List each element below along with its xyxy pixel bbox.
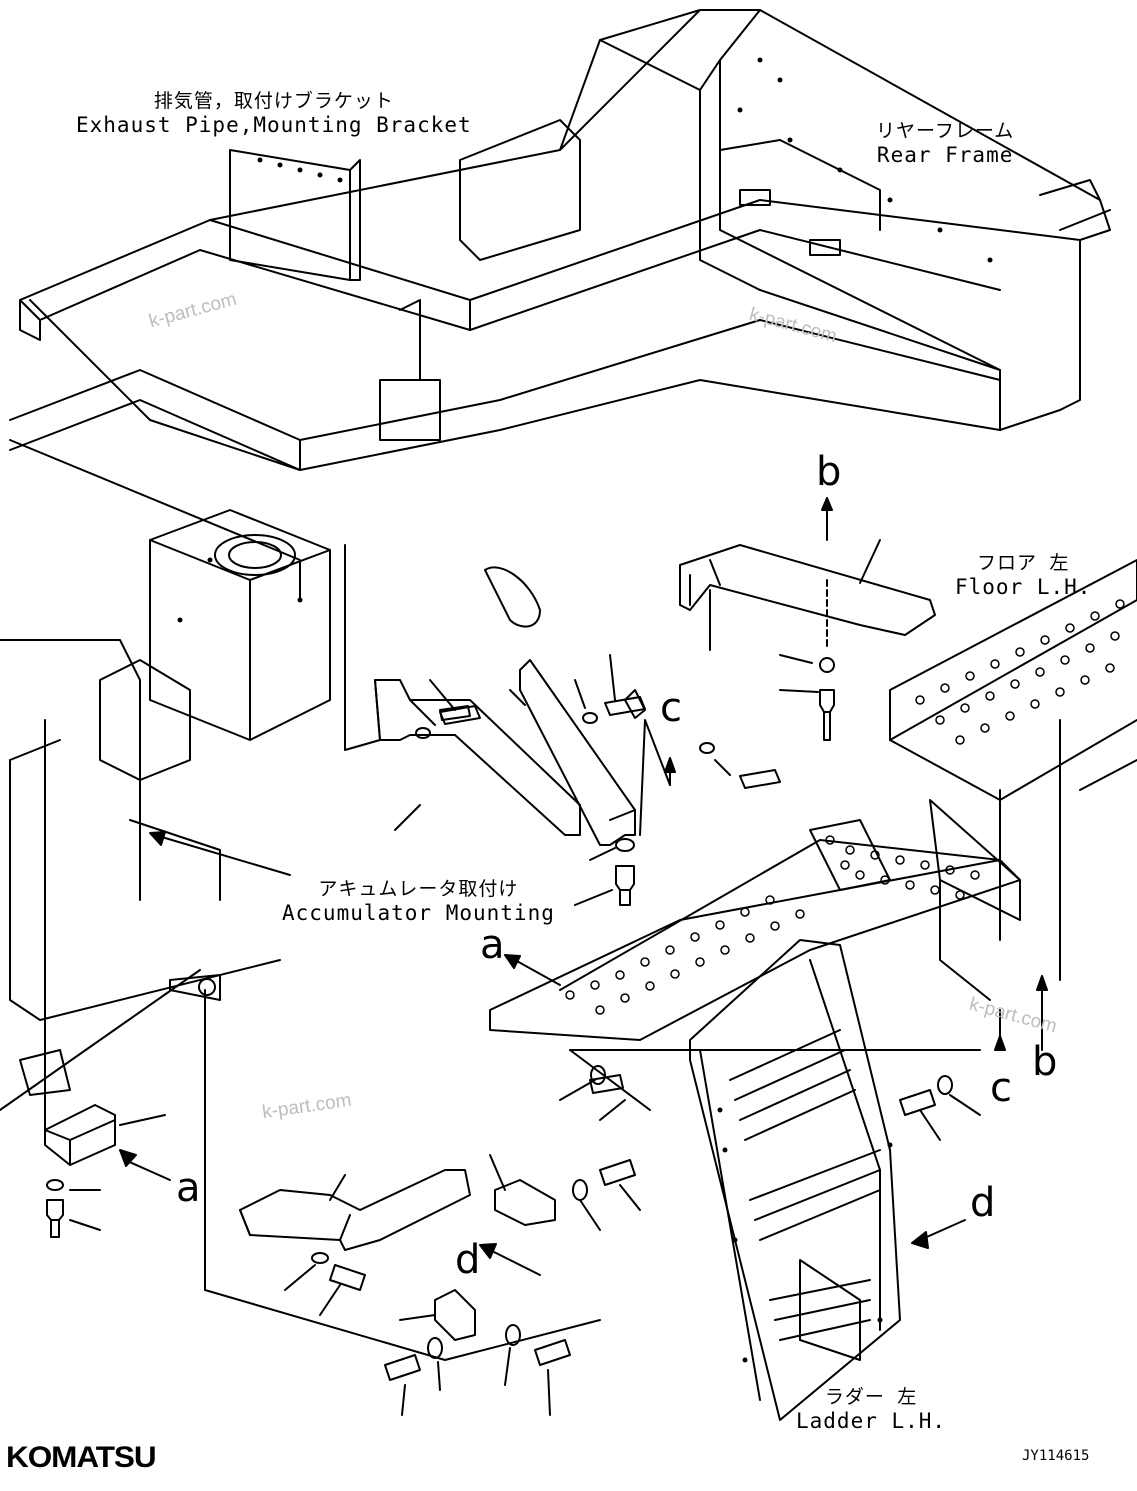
komatsu-logo: KOMATSU	[6, 1441, 157, 1474]
callout-c-top: c	[660, 685, 682, 731]
ladder-bracket-a	[44, 719, 601, 1361]
step-platform-outline	[489, 819, 1021, 1111]
callout-c-bottom: c	[990, 1065, 1012, 1111]
callout-b-bottom: b	[1032, 1039, 1058, 1085]
label-ladder-lh-jp: ラダー 左	[824, 1386, 918, 1408]
label-rear-frame-jp: リヤーフレーム	[876, 120, 1015, 142]
label-ladder-lh: ラダー 左 Ladder L.H.	[796, 1382, 946, 1433]
label-rear-frame-en: Rear Frame	[876, 143, 1014, 167]
callout-d-right: d	[970, 1180, 996, 1226]
label-floor-lh-jp: フロア 左	[976, 552, 1070, 574]
rear-frame-outline	[19, 9, 1111, 431]
frame-holes	[177, 57, 993, 1363]
label-exhaust-pipe-jp: 排気管，取付けブラケット	[153, 90, 394, 112]
accumulator-brackets	[344, 544, 781, 906]
label-accumulator-mounting-en: Accumulator Mounting	[282, 901, 555, 925]
label-accumulator-mounting: アキュムレータ取付け Accumulator Mounting	[282, 874, 555, 925]
floor-perforations	[565, 599, 1125, 1015]
main-frame-outline	[0, 299, 1001, 1111]
label-exhaust-pipe-en: Exhaust Pipe,Mounting Bracket	[76, 113, 472, 137]
exhaust-bracket-b	[679, 497, 936, 741]
ladder-lh-outline	[689, 939, 901, 1421]
callout-a-mid: a	[176, 1165, 201, 1211]
drawing-code: JY114615	[1022, 1448, 1090, 1464]
ladder-bracket-d	[239, 1065, 981, 1416]
callout-a-left: a	[480, 922, 505, 968]
label-exhaust-pipe: 排気管，取付けブラケット Exhaust Pipe,Mounting Brack…	[76, 86, 472, 137]
floor-lh-outline	[889, 559, 1137, 1051]
callout-b-top: b	[816, 449, 842, 495]
label-floor-lh-en: Floor L.H.	[955, 575, 1092, 599]
label-floor-lh: フロア 左 Floor L.H.	[955, 548, 1091, 599]
label-ladder-lh-en: Ladder L.H.	[796, 1409, 947, 1433]
label-rear-frame: リヤーフレーム Rear Frame	[876, 116, 1014, 167]
callout-d-mid: d	[455, 1237, 481, 1283]
label-accumulator-mounting-jp: アキュムレータ取付け	[318, 878, 519, 900]
callout-arrows	[149, 831, 561, 986]
